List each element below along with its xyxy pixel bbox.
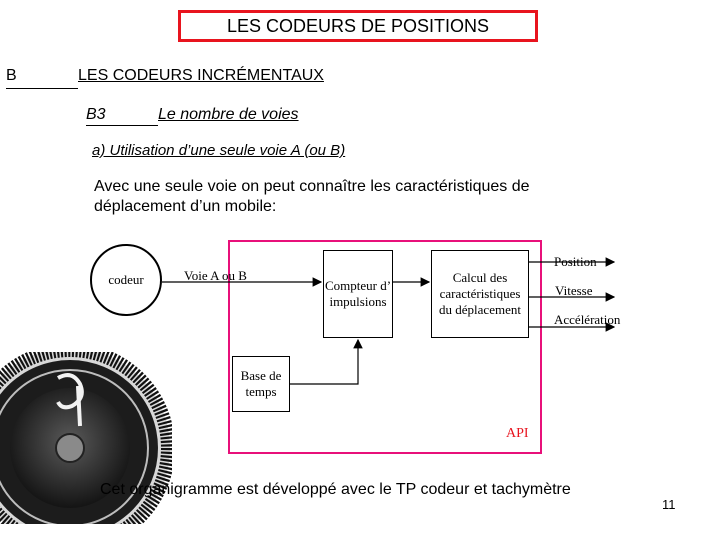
codeur-node: codeur [90, 244, 162, 316]
slide-title: LES CODEURS DE POSITIONS [178, 10, 538, 42]
footer-text: Cet organigramme est développé avec le T… [100, 481, 571, 498]
compteur-box: Compteur d’ impulsions [323, 250, 393, 338]
api-label: API [506, 426, 529, 441]
section-title: LES CODEURS INCRÉMENTAUX [78, 67, 324, 84]
output-vitesse: Vitesse [555, 283, 593, 298]
subsection-title: Le nombre de voies [158, 106, 299, 123]
subsection-underline [86, 125, 158, 126]
page-number: 11 [662, 497, 676, 512]
slide-title-text: LES CODEURS DE POSITIONS [226, 15, 490, 36]
codeur-label: codeur [108, 272, 144, 287]
part-title: a) Utilisation d’une seule voie A (ou B) [92, 142, 346, 159]
base-temps-box: Base de temps [232, 356, 290, 412]
section-underline [6, 88, 78, 89]
output-position: Position [554, 254, 597, 269]
output-acceleration: Accélération [554, 312, 621, 327]
base-temps-label: Base de temps [240, 368, 282, 399]
section-letter: B [6, 67, 17, 84]
compteur-label: Compteur d’ impulsions [324, 278, 392, 309]
subsection-number: B3 [86, 106, 106, 123]
voie-label: Voie A ou B [184, 268, 247, 283]
base-temps-arrow [290, 338, 363, 385]
api-frame [228, 240, 542, 454]
calcul-label: Calcul des caractéristiques du déplaceme… [439, 270, 521, 317]
encoder-disc-image [0, 352, 172, 524]
intro-paragraph: Avec une seule voie on peut connaître le… [94, 178, 530, 215]
calcul-box: Calcul des caractéristiques du déplaceme… [431, 250, 529, 338]
